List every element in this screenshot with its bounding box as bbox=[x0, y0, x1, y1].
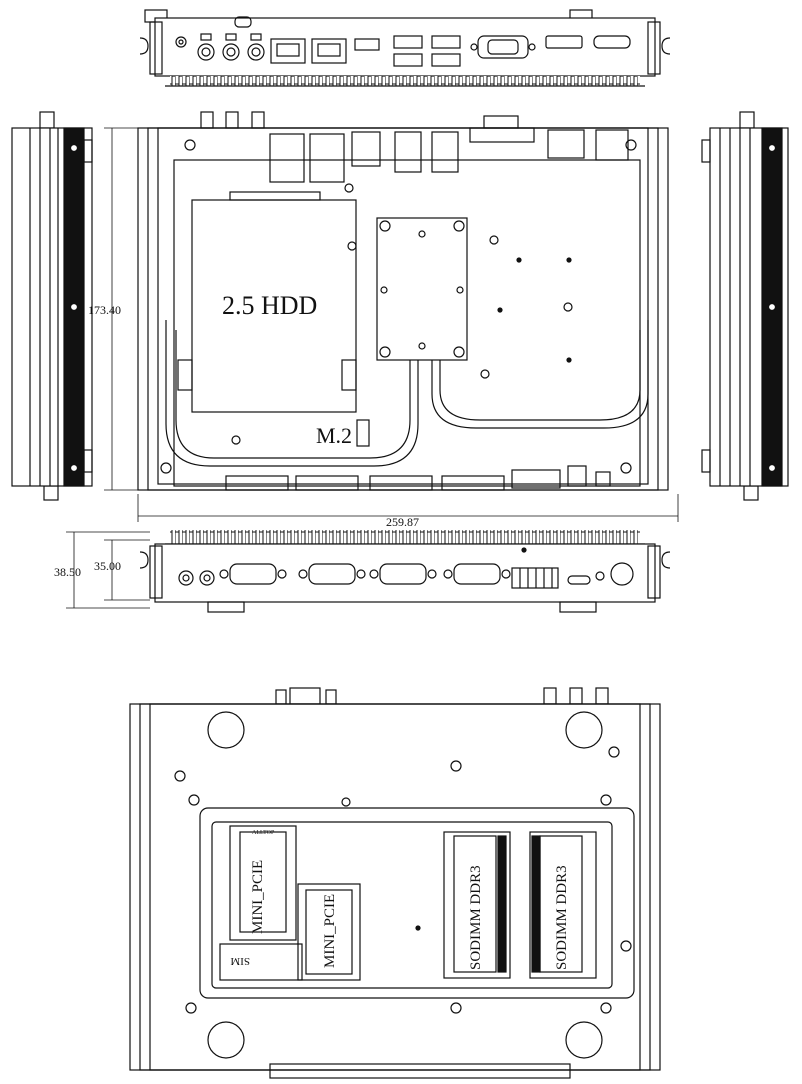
left-side-view bbox=[11, 111, 93, 501]
cpu-heatsink bbox=[376, 217, 468, 361]
top-internal-view bbox=[137, 111, 669, 491]
dim-height-total: 38.50 bbox=[54, 565, 81, 579]
dimension-lines bbox=[66, 127, 679, 609]
right-side-view bbox=[701, 111, 789, 501]
dim-height-body: 35.00 bbox=[94, 559, 121, 573]
mini-pcie-1-label: MINI_PCIE bbox=[250, 860, 266, 934]
dim-width-main: 259.87 bbox=[386, 515, 419, 529]
rear-io-view bbox=[139, 9, 671, 87]
dim-height-main: 173.40 bbox=[88, 303, 121, 317]
sim-label: SIM bbox=[230, 955, 250, 967]
mini-pcie-2-label: MINI_PCIE bbox=[322, 894, 338, 968]
sodimm-2-label: SODIMM DDR3 bbox=[554, 865, 570, 970]
hdd-label: 2.5 HDD bbox=[222, 291, 317, 320]
alltop-label: ALLTOP bbox=[252, 830, 275, 836]
m2-label: M.2 bbox=[316, 423, 352, 448]
sodimm-1-label: SODIMM DDR3 bbox=[468, 865, 484, 970]
front-io-view bbox=[139, 530, 671, 613]
bottom-view bbox=[129, 687, 661, 1079]
